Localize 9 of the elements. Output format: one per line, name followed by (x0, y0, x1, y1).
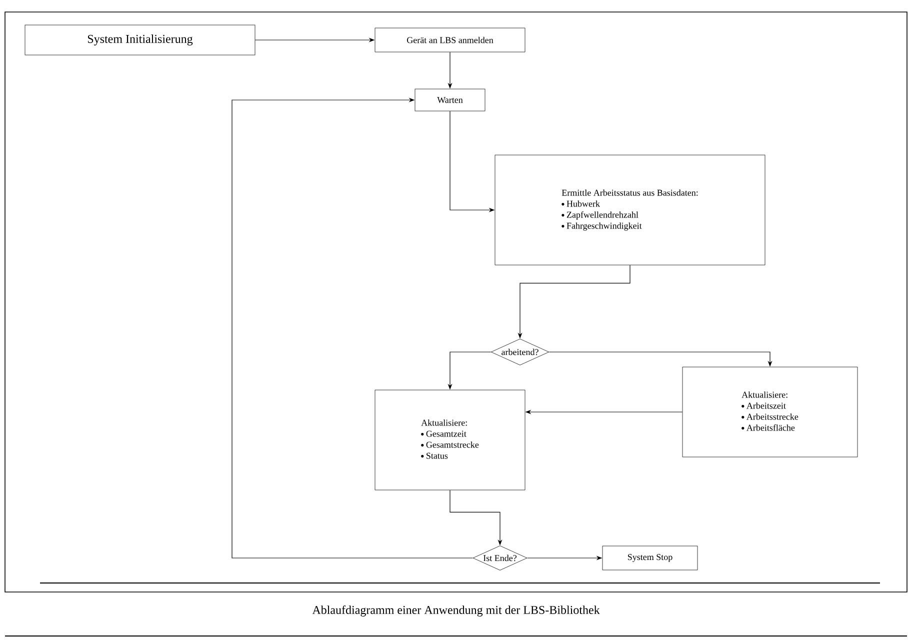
process-box: Ermittle Arbeitsstatus aus Basisdaten: Hubwerk Zapfwellendrehzahl Fahrgeschwindigkeit (494, 154, 766, 266)
process-box: System Stop (602, 546, 698, 570)
process-box: Aktualisiere: Gesamtzeit Gesamtstrecke Status (374, 390, 526, 490)
arrow (232, 98, 474, 558)
process-box: Warten (414, 88, 486, 112)
process-box: Aktualisiere: Arbeitszeit Arbeitsstrecke Arbeitsfläche (682, 366, 858, 458)
process-box: System Initialisierung (24, 24, 256, 56)
caption: Ablaufdiagramm einer Anwendung mit der LBS-Bibliothek (312, 605, 600, 616)
process-box: Gerät an LBS anmelden (374, 28, 526, 52)
